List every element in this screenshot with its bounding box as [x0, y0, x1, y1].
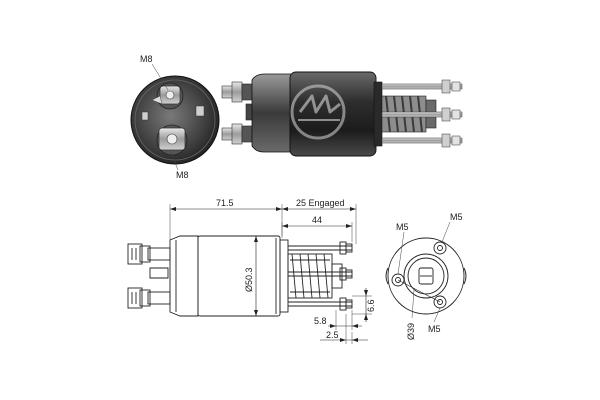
photo-end-view: M8 M8 [130, 54, 220, 180]
dim-6-6: 6.6 [366, 299, 376, 312]
dim-length: 71.5 [216, 198, 234, 208]
dim-5-8: 5.8 [314, 316, 327, 326]
drawing-terminals-icon [127, 243, 171, 309]
label-m8-bottom: M8 [176, 170, 189, 180]
dim-39: Ø39 [406, 323, 416, 340]
dim-2-5: 2.5 [326, 330, 339, 340]
label-m5-left: M5 [396, 222, 409, 232]
label-m8-top: M8 [140, 54, 153, 64]
drawing-end-view: M5 M5 M5 Ø39 [385, 212, 467, 340]
label-m5-bottom: M5 [428, 324, 441, 334]
long-studs-icon [381, 79, 463, 148]
label-m5-right: M5 [450, 212, 463, 222]
drawing-studs-icon [288, 241, 353, 311]
photo-side-view [221, 71, 463, 157]
stud-hole-top-icon [433, 241, 447, 255]
terminal-top-icon [151, 82, 184, 110]
terminal-studs-icon [221, 81, 257, 145]
watermark-logo-icon [290, 84, 346, 140]
dim-engaged: 25 Engaged [296, 198, 345, 208]
drawing-side-view: 71.5 25 Engaged 44 Ø50.3 6.6 5.8 2. [127, 198, 376, 344]
dim-diameter: Ø50.3 [244, 267, 254, 292]
terminal-bottom-icon [156, 124, 188, 156]
dim-44: 44 [312, 215, 322, 225]
